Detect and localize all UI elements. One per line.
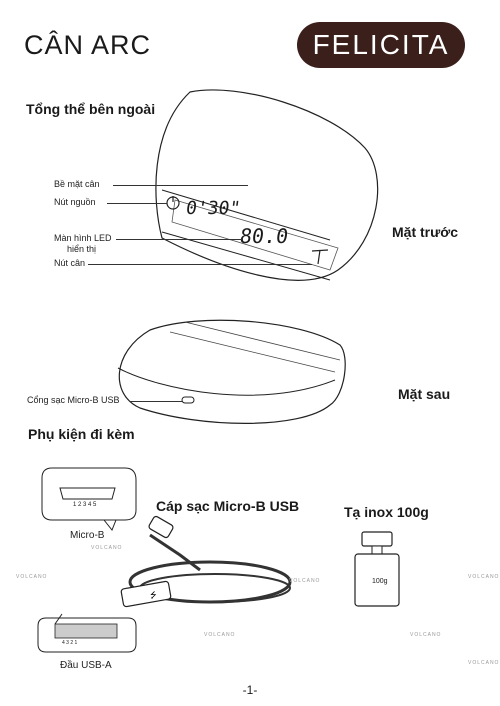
watermark: VOLCANO (410, 632, 442, 638)
view-front-label: Mặt trước (392, 224, 458, 240)
leader-port (130, 401, 182, 402)
brand-name: FELICITA (312, 29, 450, 60)
label-charging-port: Cổng sạc Micro-B USB (27, 395, 120, 405)
tare-icon (311, 249, 329, 265)
weight-marking: 100g (372, 578, 388, 585)
watermark: VOLCANO (468, 574, 500, 580)
weight-title: Tạ inox 100g (344, 504, 429, 520)
leader-tare (88, 264, 312, 265)
watermark: VOLCANO (204, 632, 236, 638)
watermark: VOLCANO (91, 545, 123, 551)
section-exterior-heading: Tổng thể bên ngoài (26, 101, 156, 117)
watermark: VOLCANO (16, 574, 48, 580)
watermark: VOLCANO (468, 660, 500, 666)
section-accessories-heading: Phụ kiện đi kèm (28, 426, 135, 442)
usb-a-pins: 4 3 2 1 (62, 640, 78, 646)
label-power-button: Nút nguồn (54, 197, 96, 207)
cable-title: Cáp sạc Micro-B USB (156, 498, 300, 514)
page-number: -1- (242, 683, 258, 697)
leader-led (116, 239, 243, 240)
label-surface: Bề mặt cân (54, 179, 100, 189)
leader-surface (113, 185, 248, 186)
port-icon (181, 396, 195, 404)
usb-symbol-icon: ⭍ (150, 591, 157, 600)
leader-power (107, 203, 167, 204)
usb-a-label: Đầu USB-A (60, 660, 112, 671)
micro-b-label: Micro-B (70, 530, 105, 541)
brand-logo: FELICITA (297, 22, 465, 68)
label-led-line2: hiển thị (67, 244, 97, 254)
label-tare-button: Nút cân (54, 258, 86, 268)
watermark: VOLCANO (289, 578, 321, 584)
label-led-line1: Màn hình LED (54, 233, 112, 243)
page-title: CÂN ARC (24, 30, 152, 60)
view-back-label: Mặt sau (398, 386, 451, 402)
micro-b-pins: 1 2 3 4 5 (73, 502, 97, 508)
